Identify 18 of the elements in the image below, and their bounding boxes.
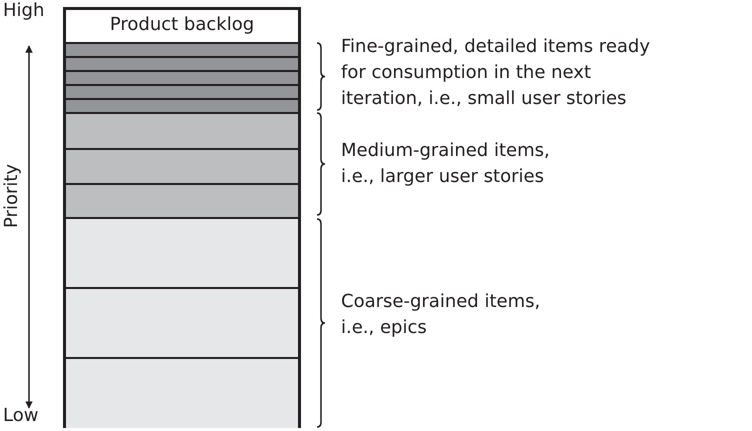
backlog-item-box [66, 70, 298, 84]
group-description: Coarse-grained items, i.e., epics [341, 290, 542, 340]
backlog-item-box [66, 287, 298, 357]
backlog-item-box [66, 112, 298, 148]
backlog-item-box [66, 42, 298, 56]
priority-high-label: High [3, 0, 44, 23]
backlog-item-box [66, 98, 298, 112]
backlog-item-box [66, 357, 298, 428]
group-description: Medium-grained items, i.e., larger user stories [341, 139, 551, 189]
backlog-item-box [66, 217, 298, 287]
backlog-item-box [66, 148, 298, 183]
group-description: Fine-grained, detailed items ready for consumption in the next iteration, i.e., small user stories [341, 35, 651, 111]
backlog-item-box [66, 84, 298, 98]
backlog-item-box [66, 183, 298, 217]
priority-low-label: Low [3, 404, 38, 428]
backlog-stack [63, 7, 301, 428]
backlog-item-box [66, 56, 298, 70]
stack-heading: Product backlog [108, 13, 256, 37]
